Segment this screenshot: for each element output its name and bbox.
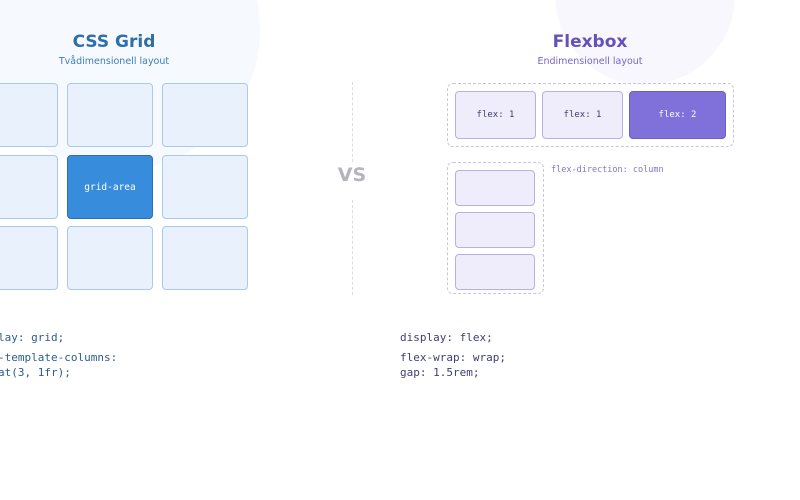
flex-row-item: flex: 1 — [542, 91, 623, 139]
flex-code-line: gap: 1.5rem; — [400, 366, 480, 379]
flex-code-line: display: flex; — [400, 331, 493, 344]
grid-cell — [162, 83, 248, 147]
grid-area-cell: grid-area — [67, 155, 153, 219]
grid-cell — [0, 226, 58, 290]
vs-label: VS — [337, 164, 367, 186]
grid-subtitle: Tvådimensionell layout — [58, 56, 170, 67]
flex-column-item — [455, 170, 535, 206]
grid-cell — [162, 155, 248, 219]
grid-cell — [0, 83, 58, 147]
grid-code-line: lay: grid; — [0, 331, 65, 344]
flex-row-item-wide: flex: 2 — [629, 91, 726, 139]
grid-code-line: at(3, 1fr); — [0, 366, 71, 379]
flex-column-container — [447, 162, 544, 294]
flex-column-item — [455, 212, 535, 248]
grid-cell — [67, 83, 153, 147]
divider-line-bottom — [352, 200, 353, 295]
grid-cell — [67, 226, 153, 290]
flex-column-item — [455, 254, 535, 290]
grid-title: CSS Grid — [72, 32, 156, 52]
flex-row-container — [447, 83, 734, 147]
flex-title: Flexbox — [552, 32, 628, 52]
flex-direction-label: flex-direction: column — [551, 165, 664, 175]
flex-code-line: flex-wrap: wrap; — [400, 351, 506, 364]
grid-code-line: -template-columns: — [0, 351, 118, 364]
grid-cell — [0, 155, 58, 219]
grid-cell — [162, 226, 248, 290]
divider-line-top — [352, 82, 353, 162]
flex-subtitle: Endimensionell layout — [537, 56, 643, 67]
flex-row-item: flex: 1 — [455, 91, 536, 139]
